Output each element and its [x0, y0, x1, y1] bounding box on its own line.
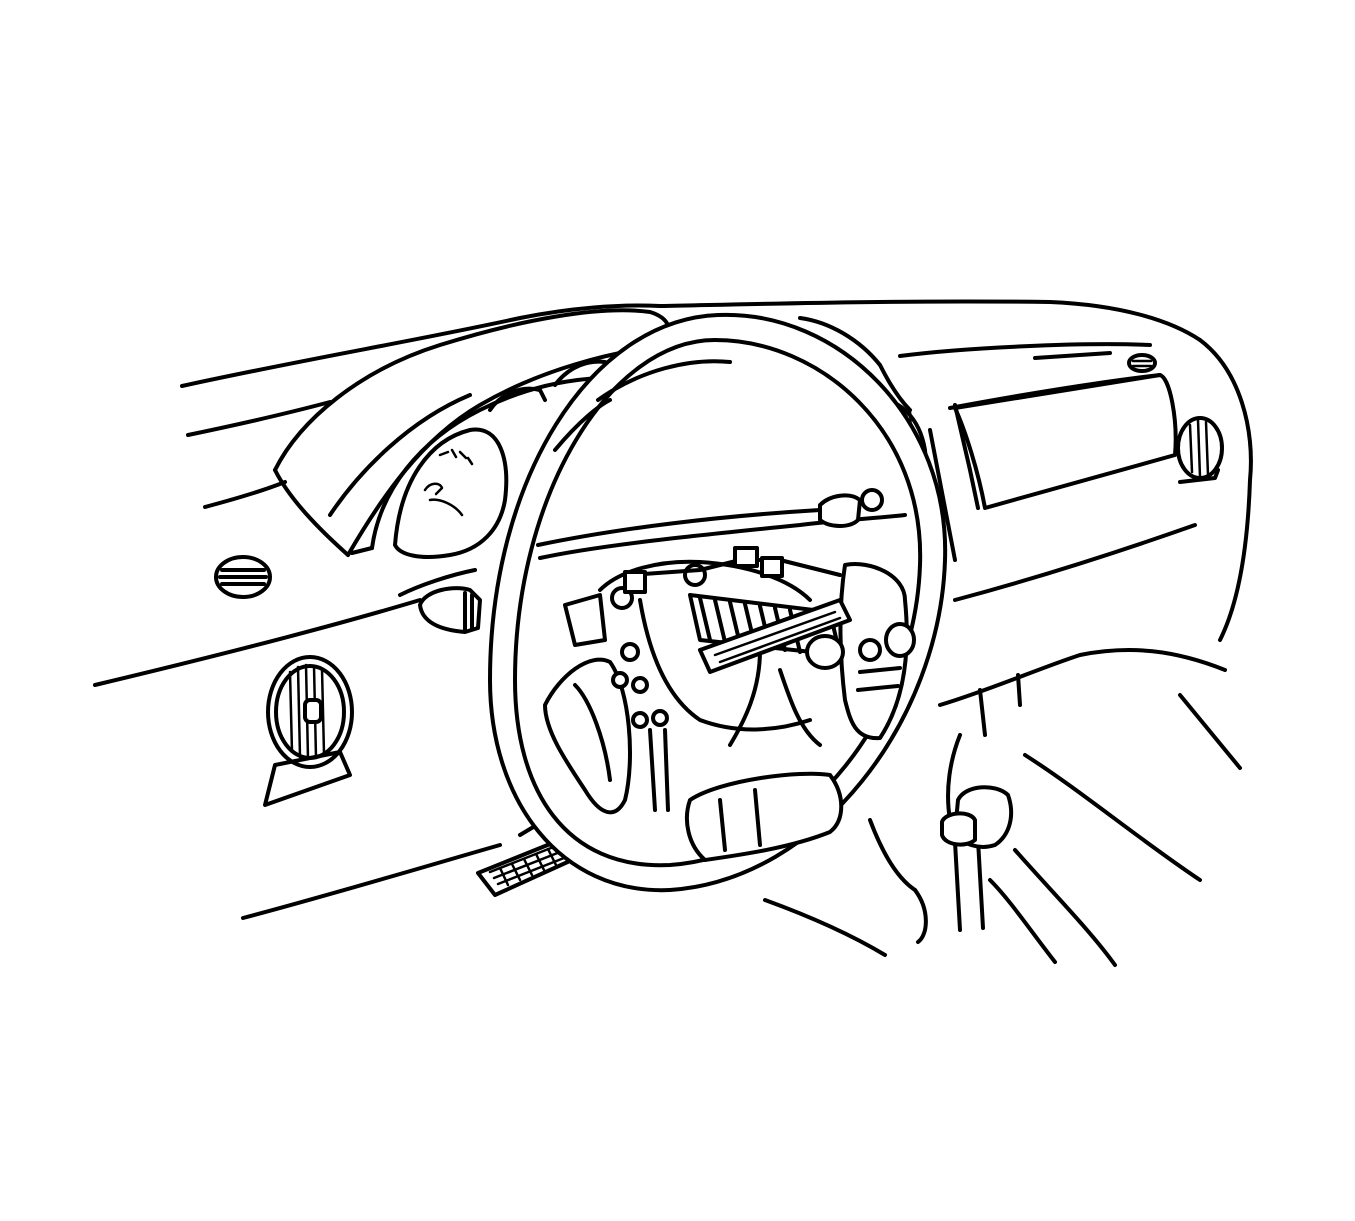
dashboard-top [180, 299, 1202, 509]
airbag-coil-assembly [688, 593, 852, 674]
floor-console [763, 693, 1242, 967]
accelerator-pedal [476, 818, 574, 897]
steering-column-hub [563, 559, 812, 812]
glovebox-door [953, 373, 1178, 510]
center-dash [798, 316, 1152, 562]
headlamp-switch [418, 586, 482, 634]
side-vent-left-small [214, 555, 272, 599]
shift-lever [940, 785, 1014, 932]
cluster-hood [273, 308, 672, 557]
right-dash-face [938, 338, 1253, 737]
steering-wheel-bottom-spoke [685, 771, 844, 862]
left-dash-face [93, 568, 502, 920]
round-vent-left [263, 655, 354, 807]
wiring-harness [623, 546, 842, 747]
steering-wheel-left-spoke [543, 657, 632, 815]
dash-speaker-grille [1127, 353, 1157, 373]
round-vent-right [1176, 416, 1224, 484]
turn-signal-stalk [818, 488, 884, 528]
